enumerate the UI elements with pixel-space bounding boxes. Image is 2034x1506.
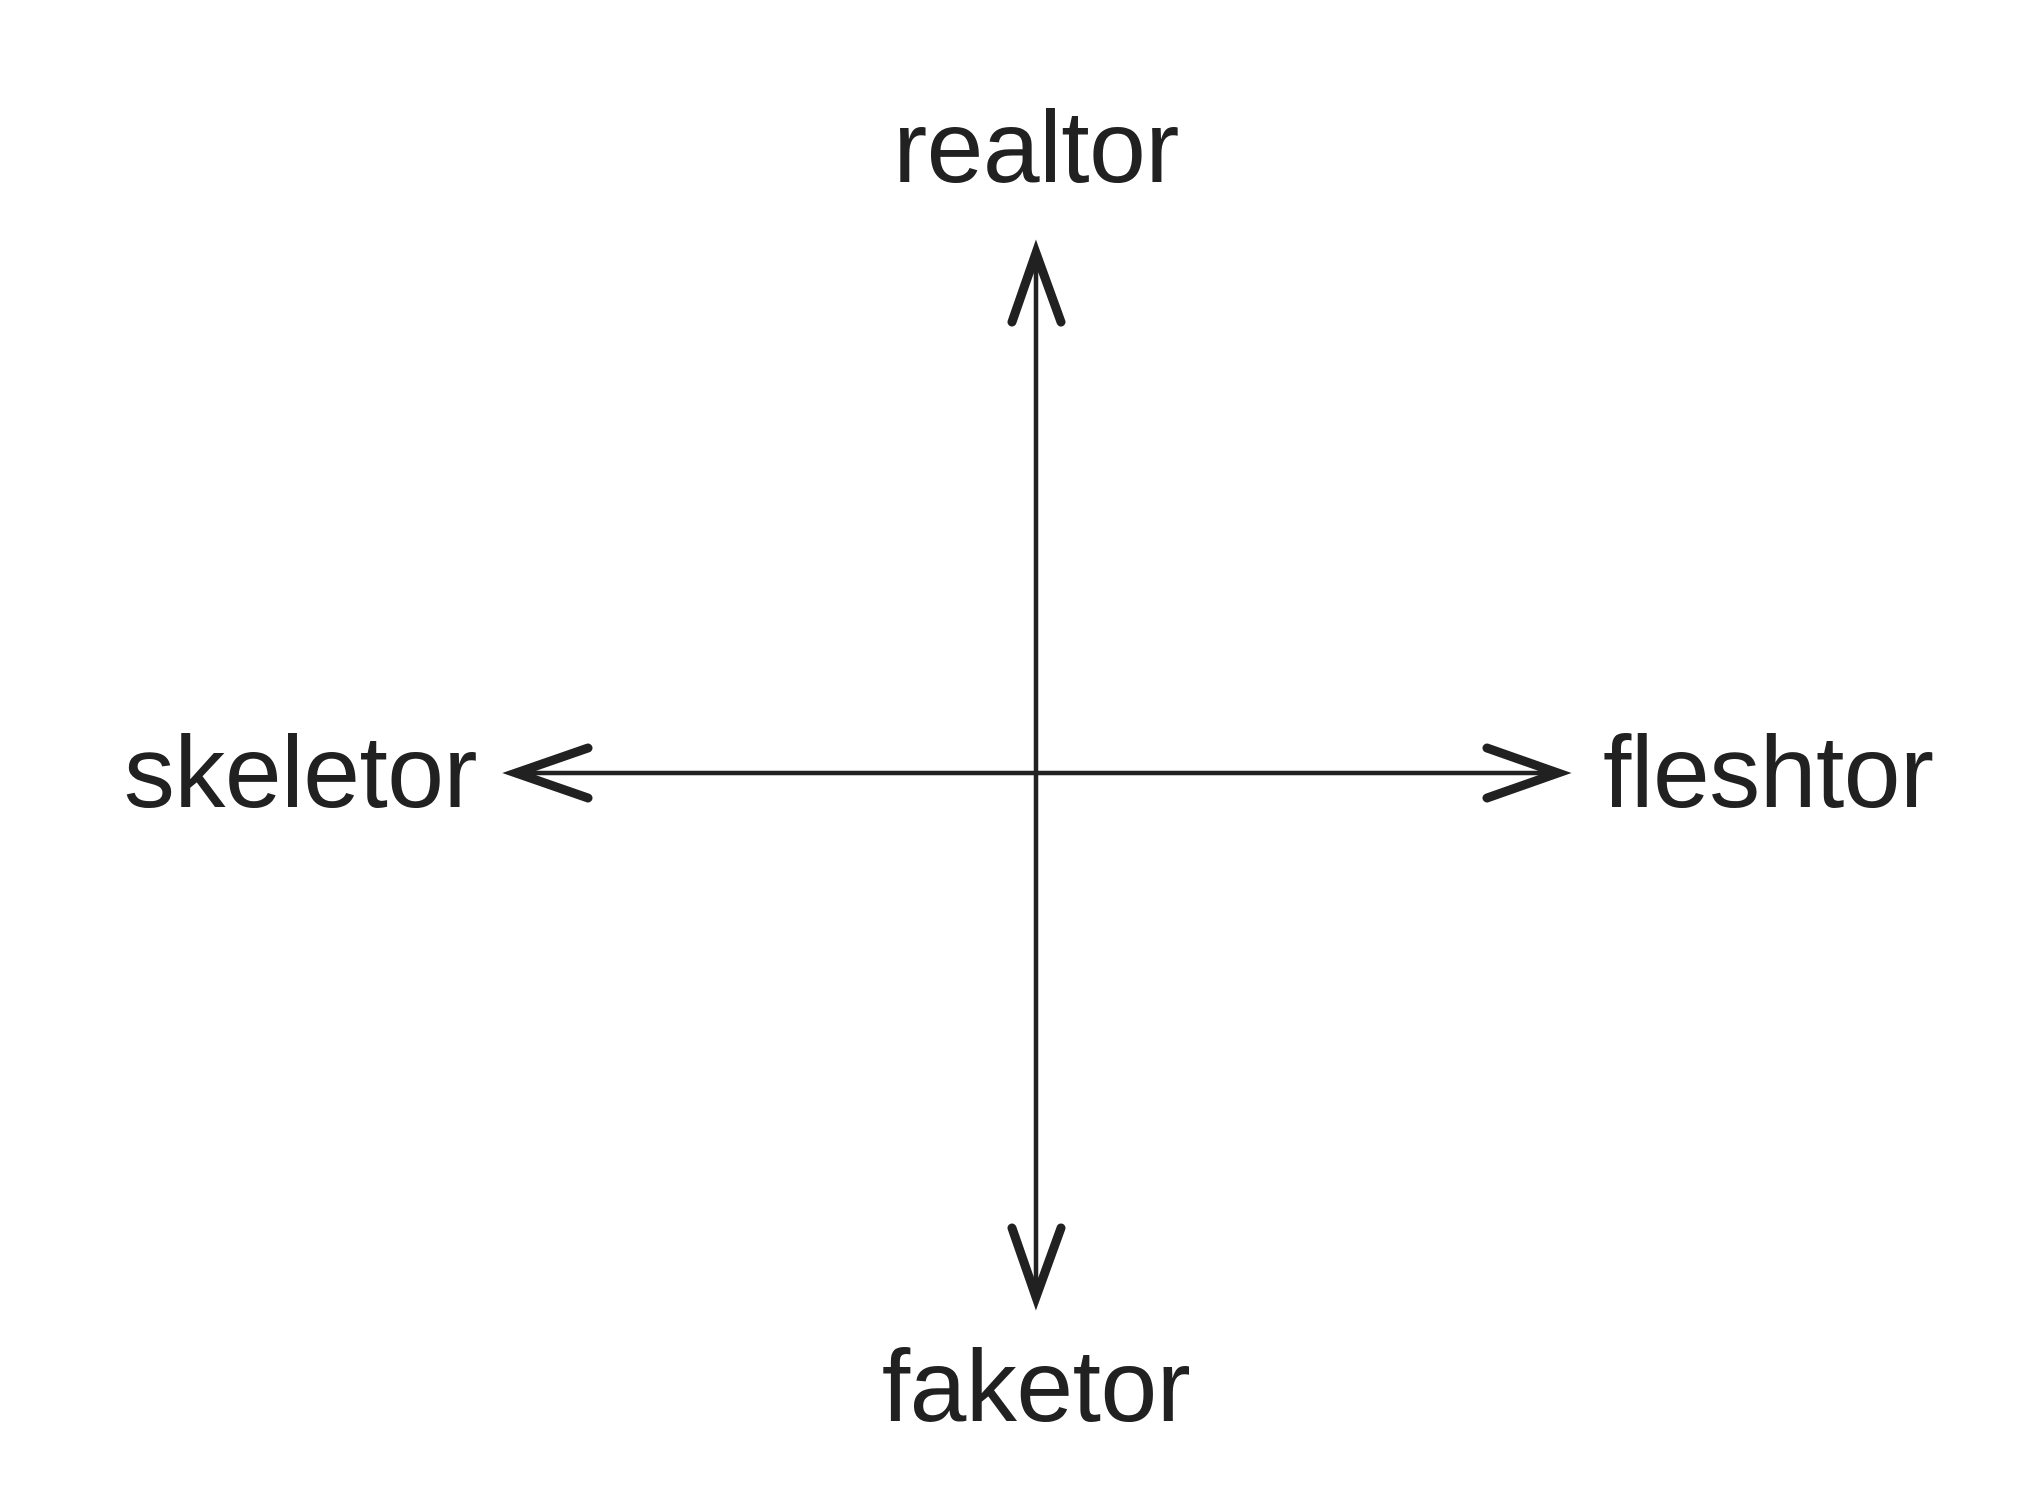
axis-label-top: realtor — [893, 90, 1179, 204]
arrowhead-left-icon — [502, 743, 593, 803]
arrowhead-right-icon — [1482, 743, 1572, 803]
axis-label-right: fleshtor — [1603, 715, 1934, 829]
axis-label-bottom: faketor — [881, 1329, 1191, 1443]
axis-label-left: skeletor — [123, 715, 478, 829]
arrowhead-up-icon — [1007, 239, 1066, 327]
arrowhead-down-icon — [1007, 1223, 1066, 1311]
